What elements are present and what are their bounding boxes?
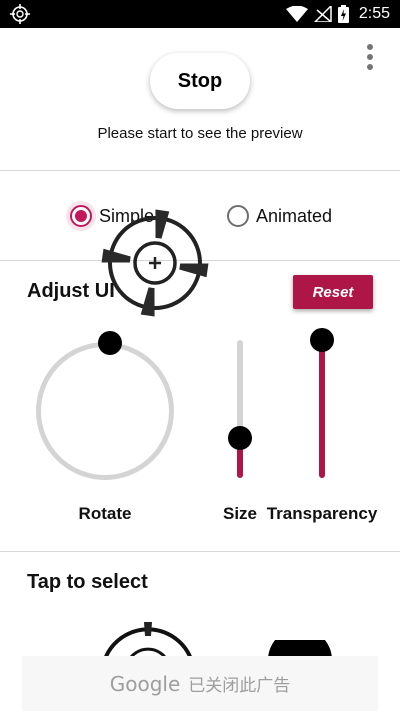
transparency-label: Transparency [266,504,378,523]
status-time: 2:55 [358,5,390,22]
radio-checked-icon[interactable] [70,205,92,227]
battery-charging-icon [337,5,349,23]
ad-closed-text: 已关闭此广告 [188,676,291,696]
reset-button[interactable]: Reset [293,275,373,309]
tap-to-select-title: Tap to select [27,571,148,593]
size-slider-fill [237,437,243,478]
status-bar: 2:55 [0,0,400,28]
stop-button[interactable]: Stop [150,53,250,109]
google-logo: Google [109,671,181,696]
rotate-label: Rotate [78,504,132,523]
wifi-icon [285,6,308,22]
rotate-dial-thumb[interactable] [98,331,122,355]
radio-animated[interactable]: Animated [227,202,332,230]
transparency-slider-fill [319,340,325,478]
transparency-slider-thumb[interactable] [310,328,334,352]
size-slider-thumb[interactable] [228,425,252,450]
no-signal-icon [313,6,332,22]
dot-option-icon[interactable] [268,640,332,660]
overflow-menu-icon[interactable] [360,42,380,72]
size-slider-track[interactable] [237,340,243,478]
crosshair-app-icon [10,4,30,24]
size-label: Size [222,504,258,523]
divider [0,170,400,171]
radio-animated-label: Animated [256,205,333,226]
ad-banner[interactable]: Google 已关闭此广告 [22,656,378,711]
preview-hint: Please start to see the preview [97,125,303,142]
divider [0,551,400,552]
crosshair-overlay-icon[interactable] [100,208,210,318]
rotate-dial[interactable] [36,342,174,480]
radio-unchecked-icon[interactable] [227,205,249,227]
adjust-ui-title: Adjust UI [27,280,115,302]
